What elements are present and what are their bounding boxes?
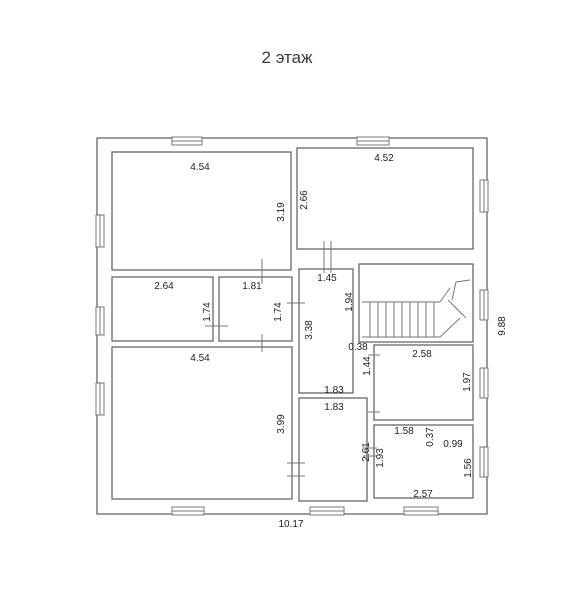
dim-small-mid-height: 1.74 [273, 302, 284, 322]
room-top-right [296, 147, 474, 250]
door-marks [205, 241, 380, 477]
dim-top-left-width: 4.54 [190, 162, 210, 173]
dim-hall-width-top: 1.45 [317, 273, 337, 284]
dim-bathroom-width: 1.83 [324, 402, 344, 413]
dim-total-width: 10.17 [278, 519, 303, 530]
dim-corridor-width: 1.58 [394, 426, 414, 437]
dim-right-room-height: 1.97 [462, 372, 473, 392]
dim-hall-height: 3.38 [304, 320, 315, 340]
dim-small-left-height: 1.74 [202, 302, 213, 322]
room-right [373, 344, 474, 421]
windows [95, 136, 489, 516]
dim-corridor-side: 0.99 [443, 439, 463, 450]
hall [298, 268, 354, 394]
dim-bottom-left-width: 4.54 [190, 353, 210, 364]
dim-wc-height: 1.56 [463, 458, 474, 478]
dim-hall-height-top: 1.94 [344, 292, 355, 312]
room-small-left [111, 276, 214, 342]
floor-title: 2 этаж [262, 48, 314, 67]
dim-right-room-side: 1.44 [362, 356, 373, 376]
dim-hall-bottom-width: 1.83 [324, 385, 344, 396]
staircase [362, 279, 471, 338]
stair-room [358, 263, 474, 343]
dim-bathroom-side: 1.93 [375, 448, 386, 468]
dim-stair-gap: 0.38 [348, 342, 368, 353]
dim-top-right-width: 4.52 [374, 153, 394, 164]
room-top-left [111, 151, 292, 271]
dim-bottom-left-height: 3.99 [276, 414, 287, 434]
dim-total-height: 9.88 [497, 316, 508, 336]
dim-top-left-height: 3.19 [276, 202, 287, 222]
room-bottom-left [111, 346, 293, 500]
dim-right-room-width: 2.58 [412, 349, 432, 360]
wc-room [373, 424, 474, 499]
room-small-mid [218, 276, 293, 342]
bathroom [298, 397, 368, 502]
dim-wc-width: 2.57 [413, 489, 433, 500]
dim-top-right-height: 2.66 [299, 190, 310, 210]
dim-bathroom-height: 2.61 [361, 442, 372, 462]
dim-small-mid-width: 1.81 [242, 281, 262, 292]
dim-corridor-gap: 0.37 [425, 427, 436, 447]
dim-small-left-width: 2.64 [154, 281, 174, 292]
